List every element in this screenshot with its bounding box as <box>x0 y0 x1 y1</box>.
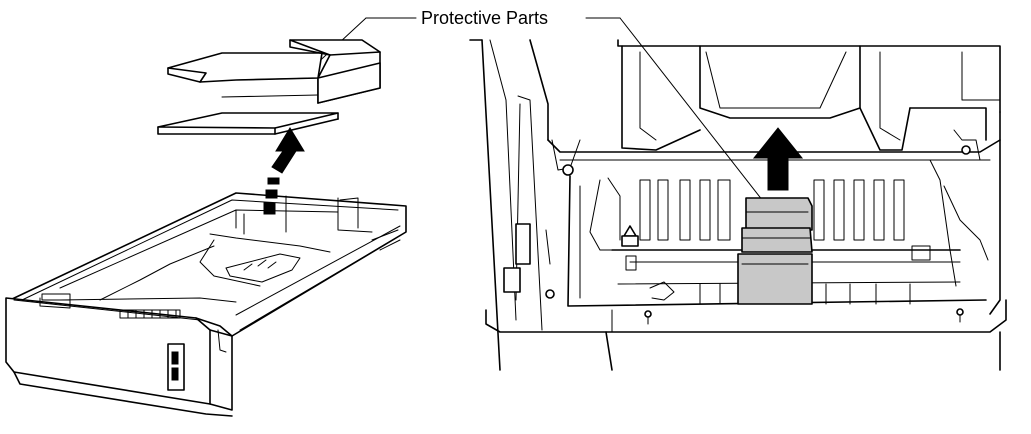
protective-parts <box>737 197 813 305</box>
up-arrow-icon-right <box>752 127 804 191</box>
protective-parts-label: Protective Parts <box>421 8 549 28</box>
up-arrow-icon-left <box>263 127 305 215</box>
printer-interior <box>469 39 1007 371</box>
removed-protective-part <box>157 39 381 135</box>
paper-tray <box>5 192 407 417</box>
